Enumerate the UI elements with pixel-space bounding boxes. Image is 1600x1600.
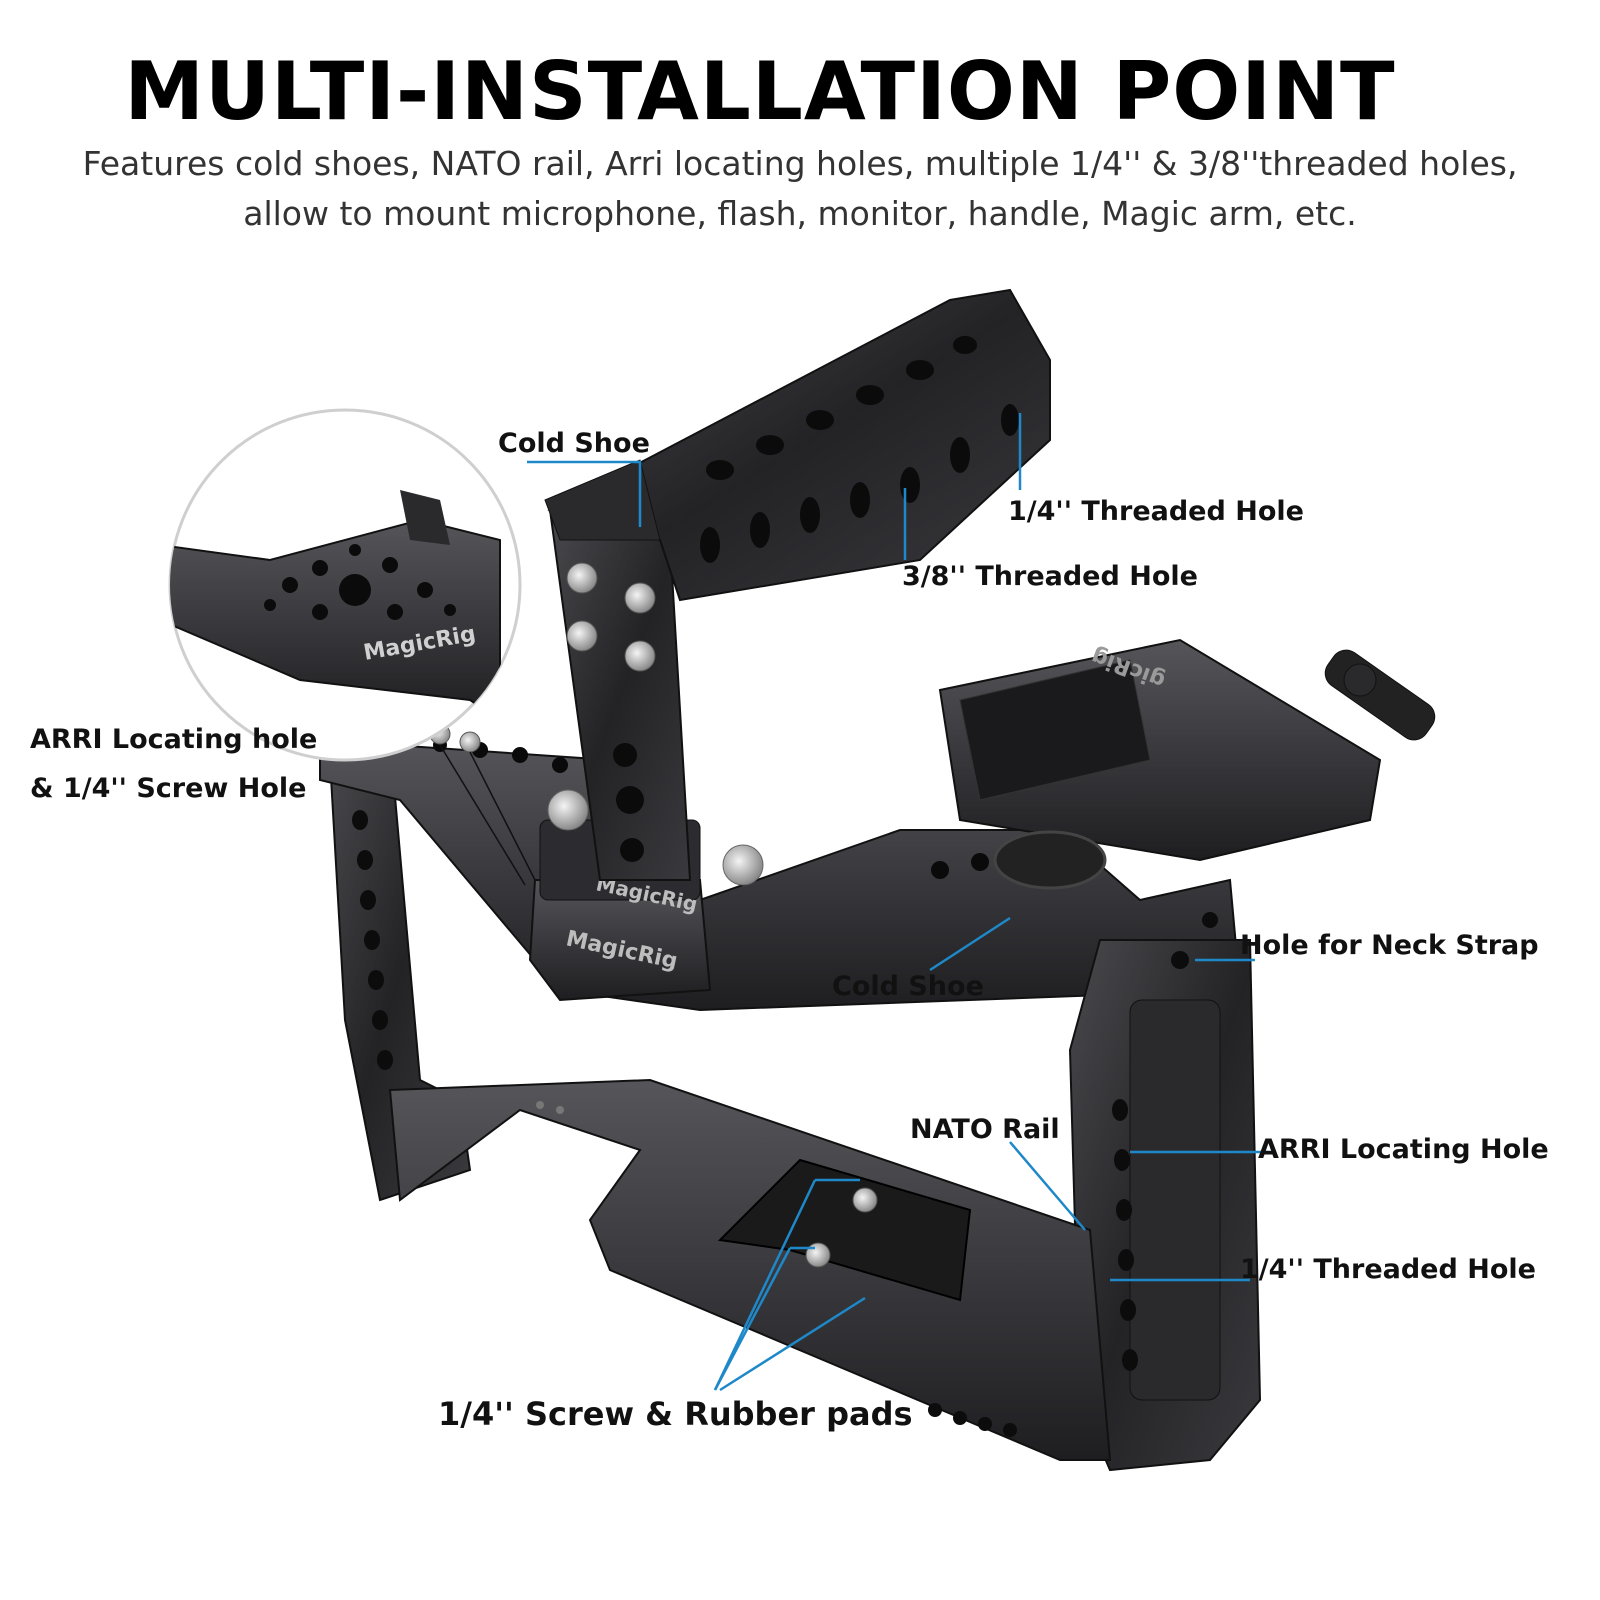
clamp-knurled-knob <box>993 830 1107 890</box>
clamp-lever <box>1324 649 1436 741</box>
cage-left-holes <box>352 810 393 1070</box>
label-cold-shoe-top: Cold Shoe <box>498 428 650 459</box>
label-threaded-quarter-top: 1/4'' Threaded Hole <box>1008 496 1304 527</box>
arri-screw-2 <box>459 731 481 753</box>
rubber-pad <box>717 1158 972 1302</box>
subtitle-line-1: Features cold shoes, NATO rail, Arri loc… <box>82 144 1518 183</box>
cage-base-plate <box>388 1078 1112 1461</box>
label-cold-shoe-middle: Cold Shoe <box>832 971 984 1002</box>
base-screw-1 <box>852 1187 878 1213</box>
line-rubber-1 <box>713 1179 817 1391</box>
subtitle-line-2: allow to mount microphone, flash, monito… <box>243 194 1357 233</box>
line-rubber-2 <box>713 1247 792 1391</box>
label-screw-rubber: 1/4'' Screw & Rubber pads <box>438 1395 913 1433</box>
cage-right-holes <box>1112 912 1218 1371</box>
cage-right-inner <box>1129 999 1221 1401</box>
top-handle-shoe <box>544 459 661 541</box>
base-screw-2 <box>805 1242 831 1268</box>
label-arri-left-line2: & 1/4'' Screw Hole <box>30 773 307 804</box>
top-handle-screws <box>566 562 656 672</box>
line-cold-shoe-top <box>527 460 642 527</box>
arri-left-lines <box>439 744 536 886</box>
cable-clamp-loop <box>959 659 1151 801</box>
label-arri-right: ARRI Locating Hole <box>1258 1134 1549 1165</box>
cage-top-bar-holes <box>433 738 989 879</box>
handle-bolt-right <box>722 844 764 886</box>
line-nato <box>1009 1141 1086 1231</box>
base-side-holes <box>536 1101 1017 1437</box>
clamp-lever-pin <box>1343 663 1377 697</box>
label-nato-rail: NATO Rail <box>910 1114 1060 1145</box>
detail-zoom-circle: MagicRig <box>168 408 522 762</box>
line-cold-shoe-mid <box>929 916 1011 972</box>
page-title: MULTI-INSTALLATION POINT <box>124 45 1396 138</box>
label-threaded-quarter-right: 1/4'' Threaded Hole <box>1240 1254 1536 1285</box>
line-rubber-3 <box>719 1296 866 1392</box>
label-arri-left-line1: ARRI Locating hole <box>30 724 318 755</box>
callout-lines <box>527 413 1270 1392</box>
label-neck-strap: Hole for Neck Strap <box>1240 930 1539 961</box>
handle-bolt-left <box>547 789 589 831</box>
label-threaded-three-eighth: 3/8'' Threaded Hole <box>902 561 1198 592</box>
